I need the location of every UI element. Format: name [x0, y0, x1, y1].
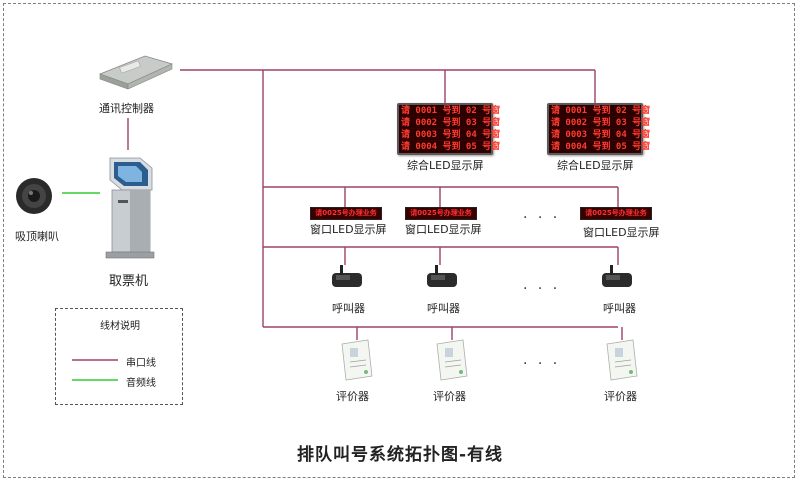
- summary-led-screen-2: 请 0001 号到 02 号窗 请 0002 号到 03 号窗 请 0003 号…: [547, 103, 651, 155]
- ticket-kiosk-device: [105, 157, 155, 259]
- diagram-frame: [3, 3, 795, 478]
- comm-controller-label: 通讯控制器: [99, 102, 154, 115]
- summary-led-label-2: 综合LED显示屏: [557, 159, 634, 172]
- summary-led-screen-1: 请 0001 号到 02 号窗 请 0002 号到 03 号窗 请 0003 号…: [397, 103, 501, 155]
- window-led-screen-1: 请0025号办理业务: [310, 207, 382, 220]
- legend-box: 线材说明 串口线 音频线: [55, 308, 183, 405]
- window-led-label-1: 窗口LED显示屏: [310, 223, 387, 236]
- diagram-title: 排队叫号系统拓扑图-有线: [296, 445, 504, 465]
- caller-label-2: 呼叫器: [427, 302, 460, 315]
- caller-label-3: 呼叫器: [603, 302, 636, 315]
- window-led-label-2: 窗口LED显示屏: [405, 223, 482, 236]
- ticket-machine-label: 取票机: [109, 274, 149, 289]
- evaluator-device-1: [341, 339, 373, 381]
- evaluator-device-2: [436, 339, 468, 381]
- ellipsis-window-led: · · ·: [523, 210, 561, 226]
- evaluator-label-1: 评价器: [336, 390, 369, 403]
- led-row: 请 0003 号到 04 号窗: [549, 130, 651, 141]
- led-row: 请 0001 号到 02 号窗: [399, 106, 501, 117]
- legend-label-audio: 音频线: [126, 378, 156, 389]
- legend-title: 线材说明: [100, 321, 140, 332]
- led-row: 请 0002 号到 03 号窗: [549, 118, 651, 129]
- caller-device-1: [332, 265, 362, 287]
- ellipsis-callers: · · ·: [523, 281, 561, 297]
- led-row: 请 0004 号到 05 号窗: [549, 142, 651, 153]
- summary-led-label-1: 综合LED显示屏: [407, 159, 484, 172]
- speaker-label: 吸顶喇叭: [15, 230, 59, 243]
- evaluator-device-3: [606, 339, 638, 381]
- caller-label-1: 呼叫器: [332, 302, 365, 315]
- evaluator-label-3: 评价器: [604, 390, 637, 403]
- speaker-device: [16, 178, 52, 214]
- caller-device-2: [427, 265, 457, 287]
- window-led-label-3: 窗口LED显示屏: [583, 226, 660, 239]
- ellipsis-evaluators: · · ·: [523, 356, 561, 372]
- legend-label-serial: 串口线: [126, 358, 156, 369]
- led-row: 请 0001 号到 02 号窗: [549, 106, 651, 117]
- led-row: 请 0002 号到 03 号窗: [399, 118, 501, 129]
- evaluator-label-2: 评价器: [433, 390, 466, 403]
- led-row: 请 0003 号到 04 号窗: [399, 130, 501, 141]
- window-led-screen-2: 请0025号办理业务: [405, 207, 477, 220]
- comm-controller-device: [98, 55, 174, 90]
- window-led-screen-3: 请0025号办理业务: [580, 207, 652, 220]
- caller-device-3: [602, 265, 632, 287]
- led-row: 请 0004 号到 05 号窗: [399, 142, 501, 153]
